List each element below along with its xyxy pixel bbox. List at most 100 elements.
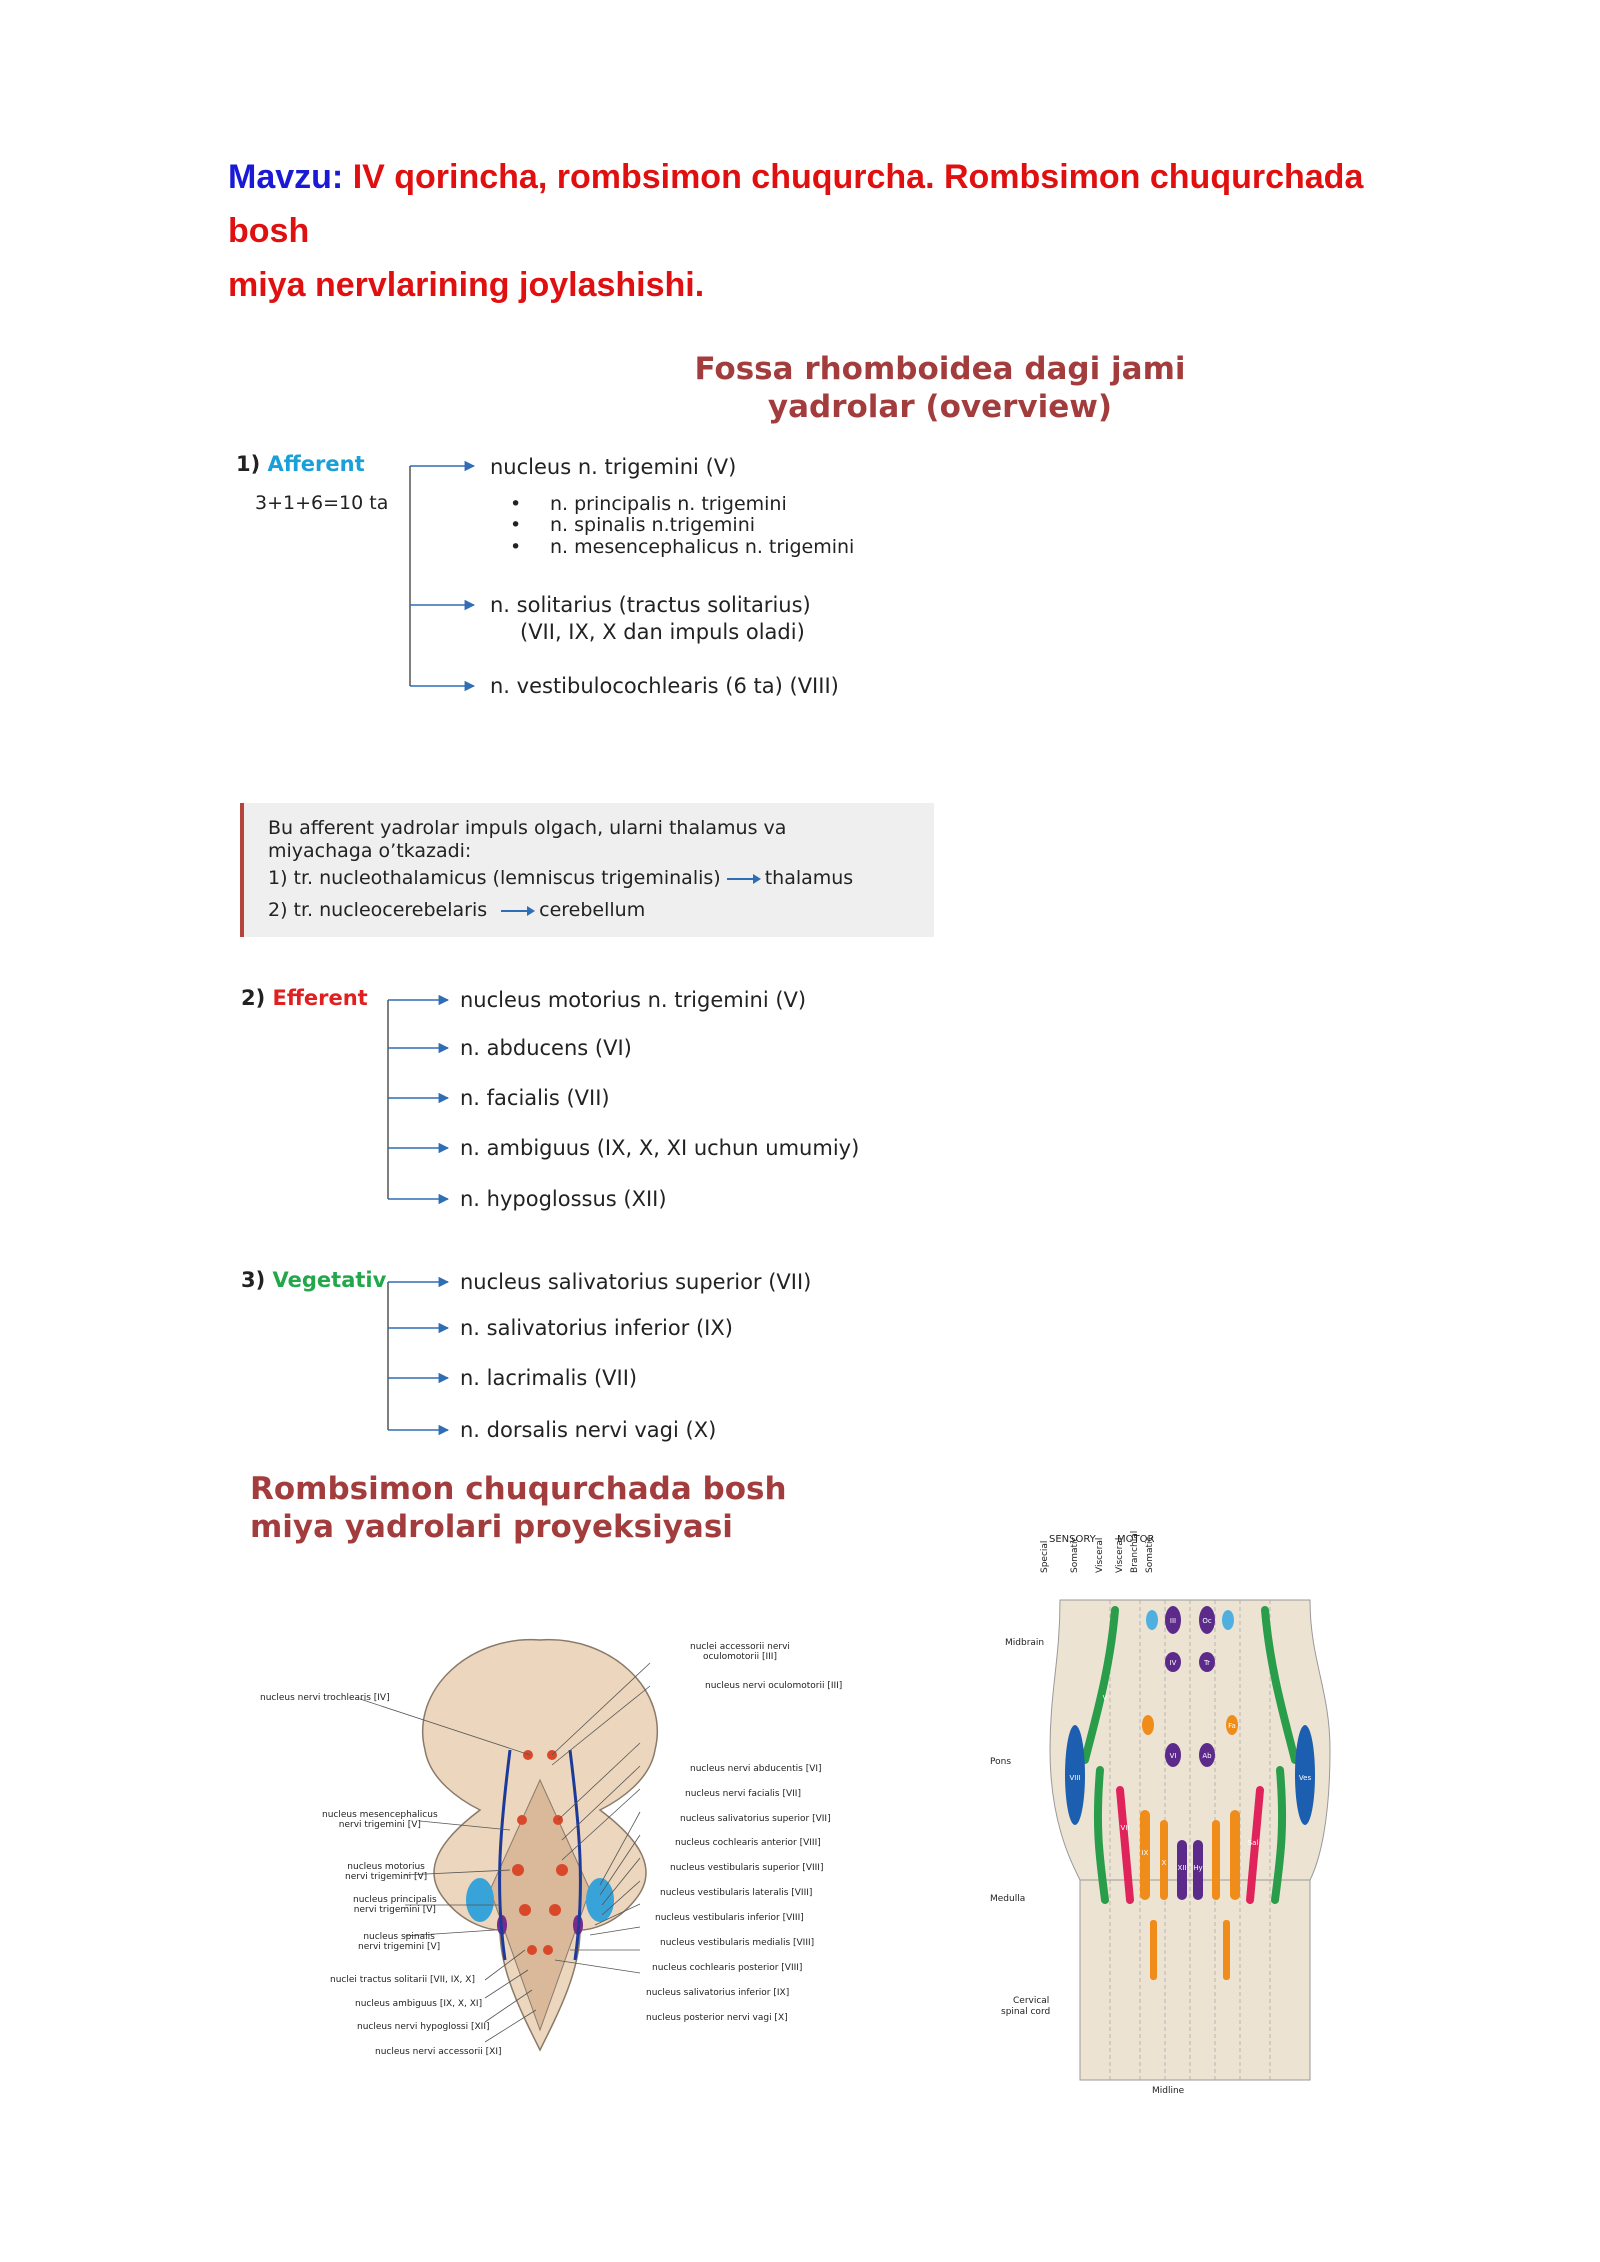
label-spinalis: nucleus spinalis nervi trigemini [V] xyxy=(358,1932,441,1952)
label-facialis: nucleus nervi facialis [VII] xyxy=(685,1789,801,1799)
title-text-line1: IV qorincha, rombsimon chuqurcha. Rombsi… xyxy=(228,158,1364,250)
nucleus-label: Ves xyxy=(1299,1774,1312,1782)
column-label: Somatic xyxy=(1070,1536,1080,1573)
column-label: Branchial xyxy=(1130,1530,1140,1573)
column-label: Somatic xyxy=(1145,1536,1155,1573)
midline-label: Midline xyxy=(1152,2086,1185,2096)
overview-heading: Fossa rhomboidea dagi jami yadrolar (ove… xyxy=(630,350,1250,426)
region-cervical: Cervical xyxy=(1013,1996,1050,2006)
label-vestibularis-superior: nucleus vestibularis superior [VIII] xyxy=(670,1863,824,1873)
title-label: Mavzu: xyxy=(228,158,344,196)
nucleus-label: IV xyxy=(1170,1659,1177,1667)
afferent-item-solitarius: n. solitarius (tractus solitarius) xyxy=(490,593,811,617)
label-cochlearis-anterior: nucleus cochlearis anterior [VIII] xyxy=(675,1838,821,1848)
label-accessorii-oculomotorii: nuclei accessorii nervi oculomotorii [II… xyxy=(690,1642,790,1662)
arrow-icon xyxy=(501,905,536,916)
info-line2: miyachaga o’tkazadi: xyxy=(268,840,472,862)
brainstem-illustration xyxy=(359,1639,658,2052)
vegetativ-label: Vegetativ xyxy=(272,1268,387,1292)
region-medulla: Medulla xyxy=(990,1894,1026,1904)
nucleus-label: VII xyxy=(1121,1824,1130,1832)
vegetativ-item: n. dorsalis nervi vagi (X) xyxy=(460,1418,717,1442)
efferent-category: 2) Efferent xyxy=(241,986,368,1010)
nucleus-label: Ab xyxy=(1202,1752,1212,1760)
efferent-connectors xyxy=(387,994,450,1205)
lightblue-nuclei xyxy=(1146,1610,1234,1630)
projection-heading-line1: Rombsimon chuqurchada bosh xyxy=(250,1471,787,1507)
trigemini-subitem-1: •n. principalis n. trigemini xyxy=(510,493,787,515)
label-solitarii: nuclei tractus solitarii [VII, IX, X] xyxy=(330,1975,475,1985)
nucleus-label: Sal xyxy=(1248,1839,1259,1847)
region-pons: Pons xyxy=(990,1757,1012,1767)
label-vestibularis-medialis: nucleus vestibularis medialis [VIII] xyxy=(660,1938,815,1948)
column-label: Visceral xyxy=(1095,1537,1105,1573)
info-tract1: 1) tr. nucleothalamicus (lemniscus trige… xyxy=(268,867,854,889)
afferent-connectors xyxy=(409,460,476,692)
column-label: Special xyxy=(1040,1540,1050,1573)
vegetativ-item: nucleus salivatorius superior (VII) xyxy=(460,1270,812,1294)
vegetativ-item: n. salivatorius inferior (IX) xyxy=(460,1316,733,1340)
nucleus-label: X xyxy=(1162,1859,1167,1867)
purple-columns xyxy=(1165,1606,1215,1900)
label-salivatorius-superior: nucleus salivatorius superior [VII] xyxy=(680,1814,831,1824)
nucleus-label: V xyxy=(1103,1694,1108,1702)
efferent-item: n. hypoglossus (XII) xyxy=(460,1187,667,1211)
label-vestibularis-inferior: nucleus vestibularis inferior [VIII] xyxy=(655,1913,804,1923)
afferent-category: 1) Afferent xyxy=(236,452,365,476)
label-trochlearis: nucleus nervi trochlearis [IV] xyxy=(260,1693,390,1703)
nucleus-label: XII xyxy=(1178,1864,1187,1872)
nuclei-schematic: III Oc IV Tr V VI Ab Fa VII VIII Ves IX … xyxy=(1049,1599,1331,2081)
label-hypoglossi: nucleus nervi hypoglossi [XII] xyxy=(357,2022,490,2032)
afferent-number: 1) xyxy=(236,452,261,476)
vegetativ-item: n. lacrimalis (VII) xyxy=(460,1366,638,1390)
tree-connectors xyxy=(387,460,476,1436)
projection-heading-line2: miya yadrolari proyeksiyasi xyxy=(250,1509,733,1545)
motor-label: MOTOR xyxy=(1117,1534,1155,1545)
red-columns xyxy=(1116,1786,1264,1904)
label-vestibularis-lateralis: nucleus vestibularis lateralis [VIII] xyxy=(660,1888,813,1898)
label-abducentis: nucleus nervi abducentis [VI] xyxy=(690,1764,822,1774)
label-salivatorius-inferior: nucleus salivatorius inferior [IX] xyxy=(646,1988,790,1998)
efferent-number: 2) xyxy=(241,986,266,1010)
afferent-label: Afferent xyxy=(267,452,365,476)
vegetativ-category: 3) Vegetativ xyxy=(241,1268,386,1292)
nucleus-label: VIII xyxy=(1070,1774,1081,1782)
afferent-item-vestibulocochlearis: n. vestibulocochlearis (6 ta) (VIII) xyxy=(490,674,839,698)
leader-lines xyxy=(359,1662,651,2043)
efferent-item: n. facialis (VII) xyxy=(460,1086,610,1110)
efferent-item: n. abducens (VI) xyxy=(460,1036,632,1060)
afferent-count: 3+1+6=10 ta xyxy=(255,492,389,514)
afferent-info-box: Bu afferent yadrolar impuls olgach, ular… xyxy=(240,803,934,937)
nucleus-label: III xyxy=(1170,1617,1176,1625)
efferent-item: n. ambiguus (IX, X, XI uchun umumiy) xyxy=(460,1136,860,1160)
orange-columns xyxy=(1140,1715,1240,1980)
solitarius-note: (VII, IX, X dan impuls oladi) xyxy=(520,620,805,644)
vegetativ-connectors xyxy=(387,1276,450,1436)
overview-heading-line2: yadrolar (overview) xyxy=(767,389,1113,425)
nucleus-label: Fa xyxy=(1228,1722,1236,1730)
efferent-item: nucleus motorius n. trigemini (V) xyxy=(460,988,807,1012)
trigeminal-tracts xyxy=(498,1749,582,1961)
trigemini-subitem-2: •n. spinalis n.trigemini xyxy=(510,514,756,536)
label-posterior-vagi: nucleus posterior nervi vagi [X] xyxy=(646,2013,788,2023)
title-text-line2: miya nervlarining joylashishi. xyxy=(228,266,705,304)
page-title: Mavzu: IV qorincha, rombsimon chuqurcha.… xyxy=(228,150,1428,312)
projection-heading: Rombsimon chuqurchada bosh miya yadrolar… xyxy=(250,1470,787,1546)
overview-heading-line1: Fossa rhomboidea dagi jami xyxy=(694,351,1186,387)
bullet: • xyxy=(510,493,522,515)
info-line1: Bu afferent yadrolar impuls olgach, ular… xyxy=(268,817,787,839)
label-accessorii: nucleus nervi accessorii [XI] xyxy=(375,2047,502,2057)
sensory-label: SENSORY xyxy=(1049,1534,1096,1545)
label-motorius: nucleus motorius nervi trigemini [V] xyxy=(345,1862,428,1882)
label-cochlearis-posterior: nucleus cochlearis posterior [VIII] xyxy=(652,1963,803,1973)
nucleus-label: IX xyxy=(1142,1849,1149,1857)
label-principalis: nucleus principalis nervi trigemini [V] xyxy=(353,1895,437,1915)
blue-columns xyxy=(1065,1725,1315,1825)
afferent-item-trigemini: nucleus n. trigemini (V) xyxy=(490,455,737,479)
nucleus-label: Oc xyxy=(1202,1617,1212,1625)
green-columns xyxy=(1081,1606,1299,1904)
vegetativ-number: 3) xyxy=(241,1268,266,1292)
arrow-icon xyxy=(726,873,761,884)
fourth-ventricle-floor xyxy=(489,1778,591,2032)
